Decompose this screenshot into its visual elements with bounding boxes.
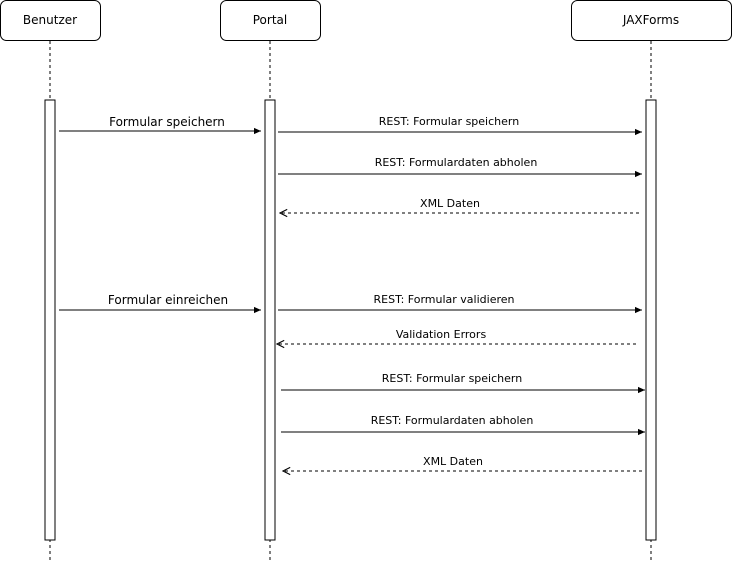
message-label: XML Daten	[420, 197, 480, 210]
message-label: Formular speichern	[109, 115, 225, 129]
message-label: XML Daten	[423, 455, 483, 468]
activation-jaxforms	[645, 99, 657, 541]
message-label: REST: Formular speichern	[382, 372, 522, 385]
participant-label: Portal	[253, 13, 287, 27]
participant-benutzer[interactable]: Benutzer	[0, 0, 101, 41]
message-label: REST: Formulardaten abholen	[371, 414, 534, 427]
message-xml-daten-1: XML Daten	[280, 197, 639, 213]
participant-label: Benutzer	[23, 13, 77, 27]
message-label: Validation Errors	[396, 328, 487, 341]
message-label: REST: Formular speichern	[379, 115, 519, 128]
activation-benutzer	[44, 99, 56, 541]
message-formular-einreichen: Formular einreichen	[59, 293, 261, 314]
message-rest-formular-validieren: REST: Formular validieren	[278, 293, 642, 314]
participant-label: JAXForms	[622, 13, 679, 27]
message-rest-formular-speichern-1: REST: Formular speichern	[278, 115, 642, 136]
message-rest-formular-speichern-2: REST: Formular speichern	[281, 372, 645, 394]
message-xml-daten-2: XML Daten	[283, 455, 642, 471]
message-label: Formular einreichen	[108, 293, 228, 307]
message-label: REST: Formulardaten abholen	[375, 156, 538, 169]
message-rest-formulardaten-abholen-1: REST: Formulardaten abholen	[278, 156, 642, 178]
activation-portal	[264, 99, 276, 541]
message-validation-errors: Validation Errors	[277, 328, 636, 344]
message-label: REST: Formular validieren	[374, 293, 515, 306]
participant-portal[interactable]: Portal	[220, 0, 321, 41]
participant-jaxforms[interactable]: JAXForms	[571, 0, 732, 41]
message-rest-formulardaten-abholen-2: REST: Formulardaten abholen	[281, 414, 645, 436]
message-formular-speichern: Formular speichern	[59, 115, 261, 135]
